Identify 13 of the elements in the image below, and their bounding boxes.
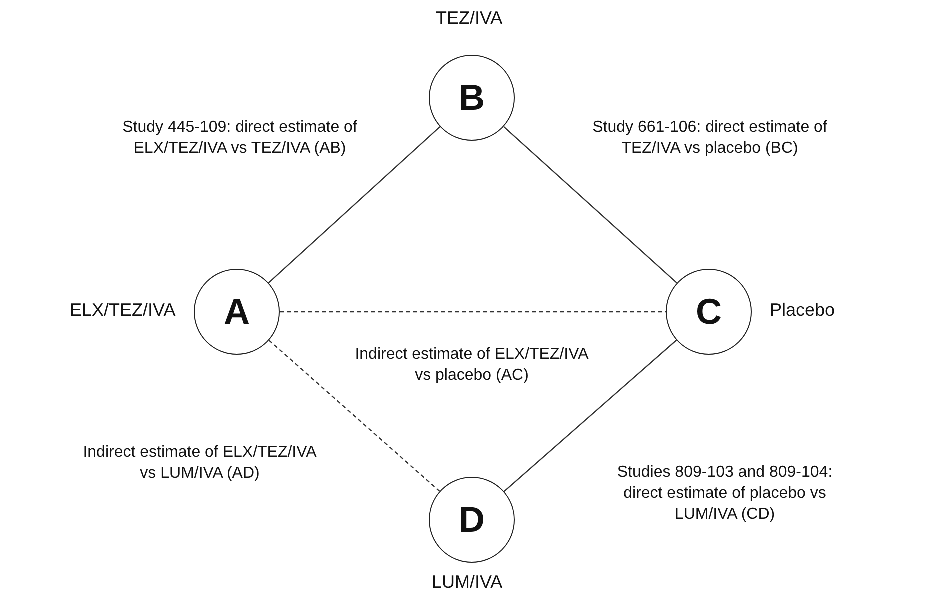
node-letter: C [696, 291, 722, 333]
node-letter: D [459, 499, 485, 541]
connector-line [268, 126, 441, 284]
treatment-label: TEZ/IVA [436, 8, 503, 29]
dashed-connector [268, 340, 440, 492]
treatment-label: LUM/IVA [432, 572, 503, 593]
node-letter: B [459, 77, 485, 119]
treatment-label: ELX/TEZ/IVA [70, 300, 176, 321]
node-letter: A [224, 291, 250, 333]
connector-line [504, 126, 678, 284]
connector-line [504, 340, 678, 492]
dashed-connector [280, 311, 666, 313]
treatment-label: Placebo [770, 300, 836, 321]
